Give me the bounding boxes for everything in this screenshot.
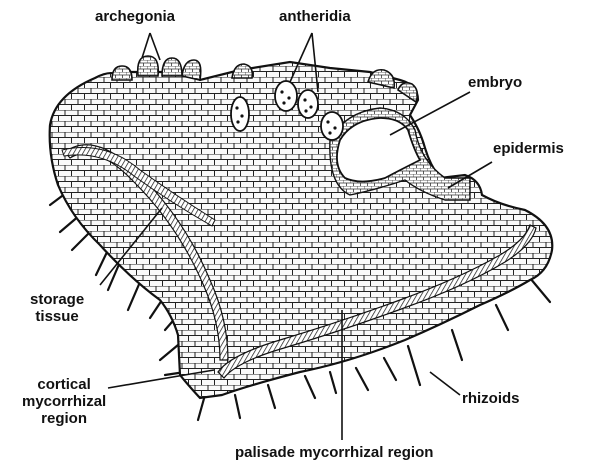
label-rhizoids: rhizoids <box>462 390 520 407</box>
antheridium-1 <box>231 97 249 131</box>
label-embryo: embryo <box>468 74 522 91</box>
label-storage-tissue: storage tissue <box>30 291 84 325</box>
label-antheridia: antheridia <box>279 8 351 25</box>
antheridium-4 <box>321 112 343 140</box>
label-storage-tissue-line-1: storage <box>30 291 84 308</box>
antheridium-3 <box>298 90 318 118</box>
label-storage-tissue-line-2: tissue <box>30 308 84 325</box>
label-epidermis: epidermis <box>493 140 564 157</box>
label-cortical-line-1: cortical <box>22 376 106 393</box>
label-cortical-mycorrhizal-region: cortical mycorrhizal region <box>22 376 106 427</box>
leader-rhizoids <box>430 372 460 395</box>
label-cortical-line-3: region <box>22 410 106 427</box>
label-archegonia: archegonia <box>95 8 175 25</box>
antheridium-2 <box>275 81 297 111</box>
label-cortical-line-2: mycorrhizal <box>22 393 106 410</box>
label-palisade-mycorrhizal-region: palisade mycorrhizal region <box>235 444 433 461</box>
leader-archegonia-1 <box>142 33 150 58</box>
